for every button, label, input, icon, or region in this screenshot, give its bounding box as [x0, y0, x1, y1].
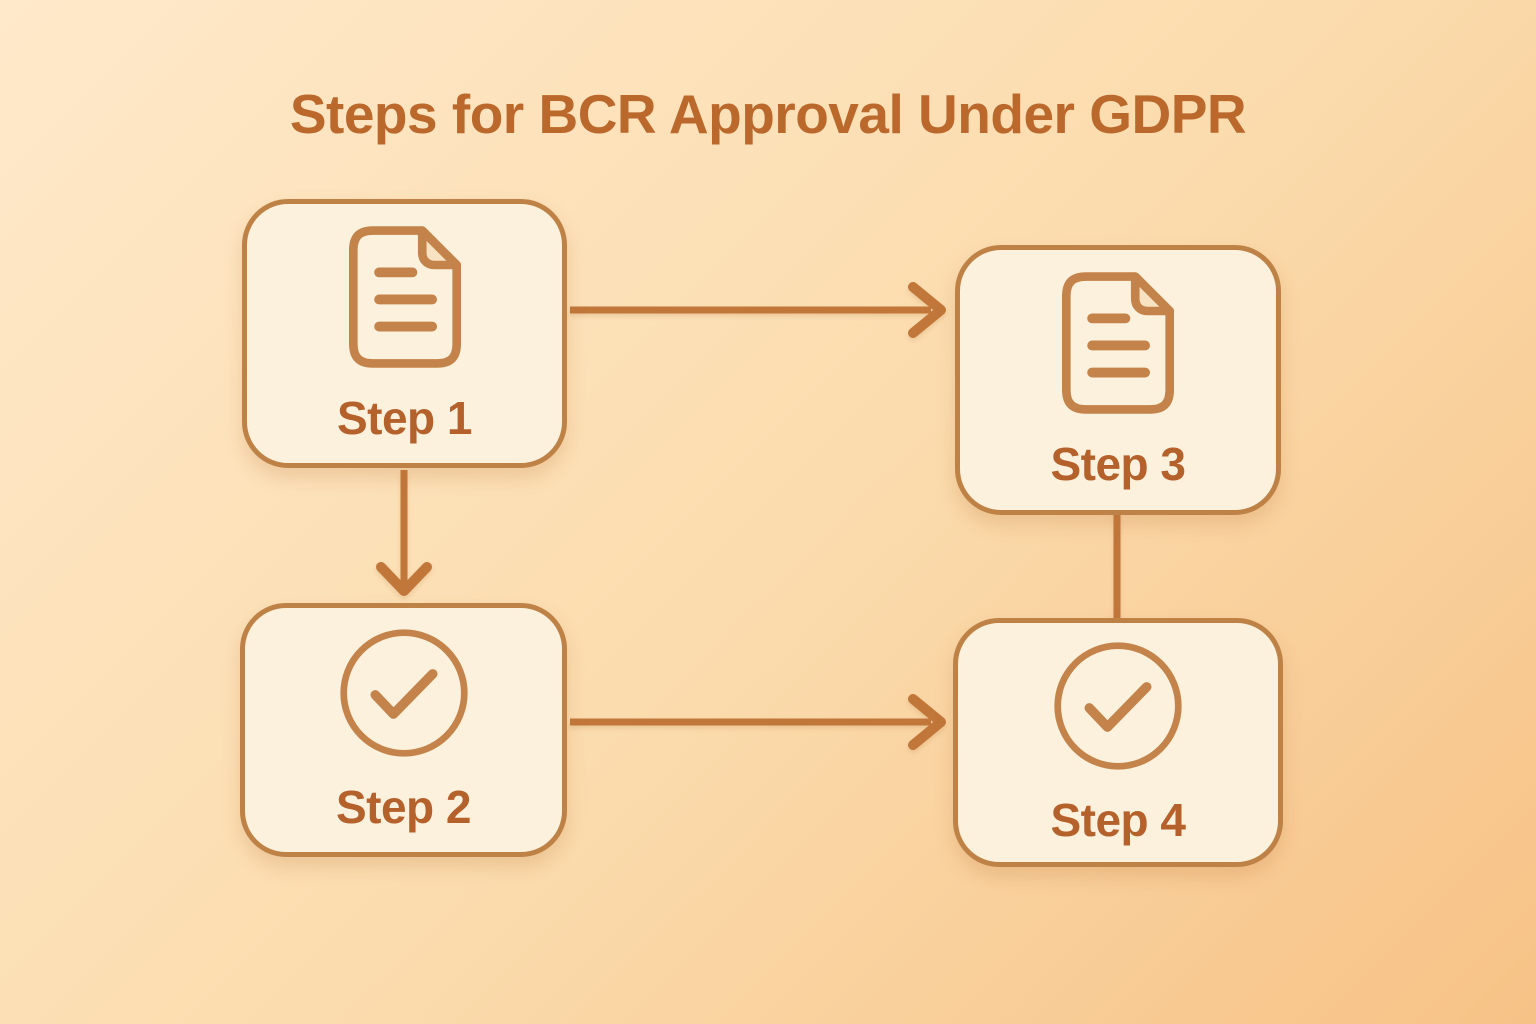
step-4-label: Step 4: [1050, 793, 1186, 846]
document-icon: [341, 223, 469, 371]
step-3-box: Step 3: [955, 245, 1281, 515]
step-1-label: Step 1: [336, 391, 473, 444]
check-circle-icon: [337, 626, 471, 760]
step-4-box: Step 4: [953, 618, 1283, 867]
arrow-step1-to-step2: [376, 470, 432, 596]
document-icon: [1054, 269, 1182, 417]
diagram-title: Steps for BCR Approval Under GDPR: [289, 83, 1247, 145]
step-2-label: Step 2: [335, 781, 472, 833]
check-circle-icon: [1051, 639, 1185, 773]
step-1-box: Step 1: [242, 199, 567, 468]
arrow-step2-to-step4: [570, 694, 946, 750]
arrow-step1-to-step3: [570, 282, 946, 338]
step-3-label: Step 3: [1050, 438, 1186, 490]
step-2-box: Step 2: [240, 603, 567, 857]
